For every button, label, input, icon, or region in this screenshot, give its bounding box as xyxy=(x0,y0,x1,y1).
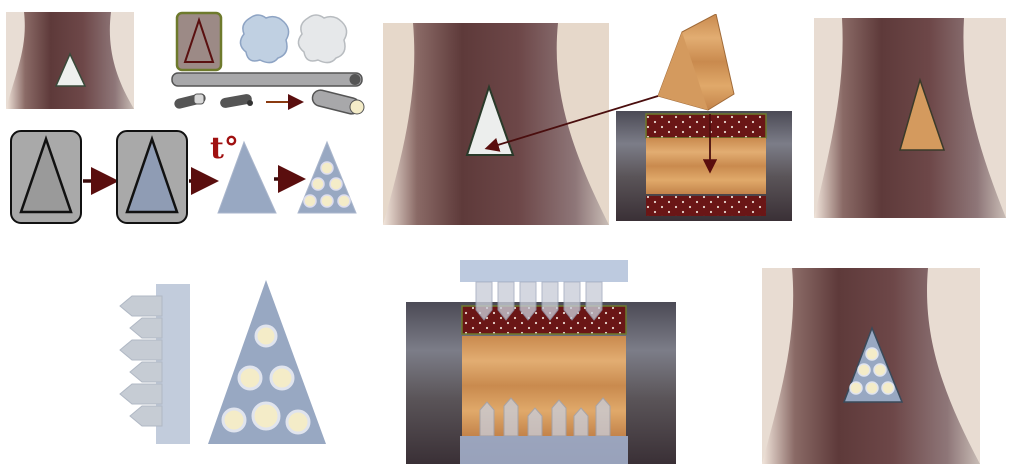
photo-wood-patch xyxy=(814,18,1006,218)
photo-small-patch xyxy=(6,12,134,109)
blue-cement-blob xyxy=(240,15,288,63)
process-steps: t° xyxy=(8,126,360,228)
materials-legend xyxy=(168,10,373,118)
heating-label: t° xyxy=(210,134,239,164)
cross-section-pins xyxy=(406,260,676,464)
insert-arrow xyxy=(470,90,670,160)
white-cement-blob xyxy=(298,15,346,63)
cement-fill xyxy=(118,278,330,446)
photo-cement-patch xyxy=(762,268,980,464)
grey-rod xyxy=(172,73,362,86)
